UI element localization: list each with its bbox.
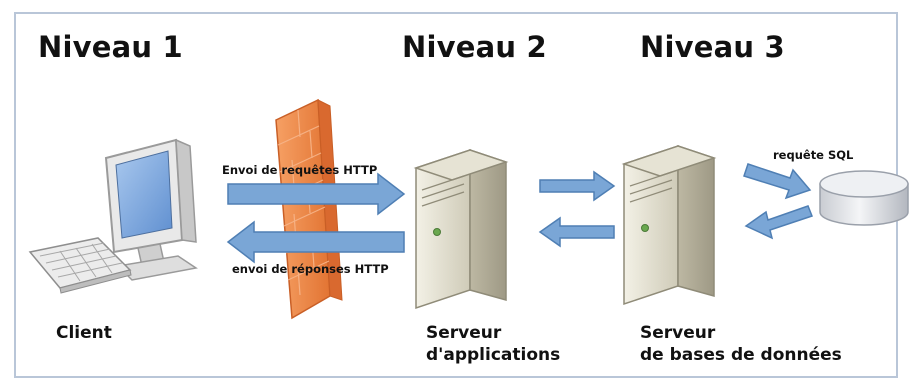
db-server-label: Serveur de bases de données bbox=[640, 323, 842, 365]
application-server-icon bbox=[413, 148, 509, 310]
http-request-arrow bbox=[227, 172, 406, 216]
level-2-heading: Niveau 2 bbox=[402, 30, 547, 64]
level-3-heading: Niveau 3 bbox=[640, 30, 785, 64]
db-to-app-arrow bbox=[538, 216, 615, 248]
http-request-label: Envoi de requêtes HTTP bbox=[222, 163, 378, 177]
http-response-label: envoi de réponses HTTP bbox=[232, 262, 389, 276]
level-1-heading: Niveau 1 bbox=[38, 30, 183, 64]
app-to-db-arrow bbox=[539, 170, 616, 202]
client-computer-icon bbox=[28, 138, 198, 294]
client-label: Client bbox=[56, 323, 112, 343]
http-response-arrow bbox=[226, 220, 405, 264]
database-icon bbox=[819, 170, 909, 226]
sql-response-arrow bbox=[744, 205, 813, 240]
app-server-label: Serveur d'applications bbox=[426, 323, 561, 365]
database-server-icon bbox=[621, 144, 717, 306]
sql-request-arrow bbox=[743, 163, 812, 200]
firewall-icon bbox=[275, 98, 343, 320]
sql-request-label: requête SQL bbox=[773, 148, 854, 162]
